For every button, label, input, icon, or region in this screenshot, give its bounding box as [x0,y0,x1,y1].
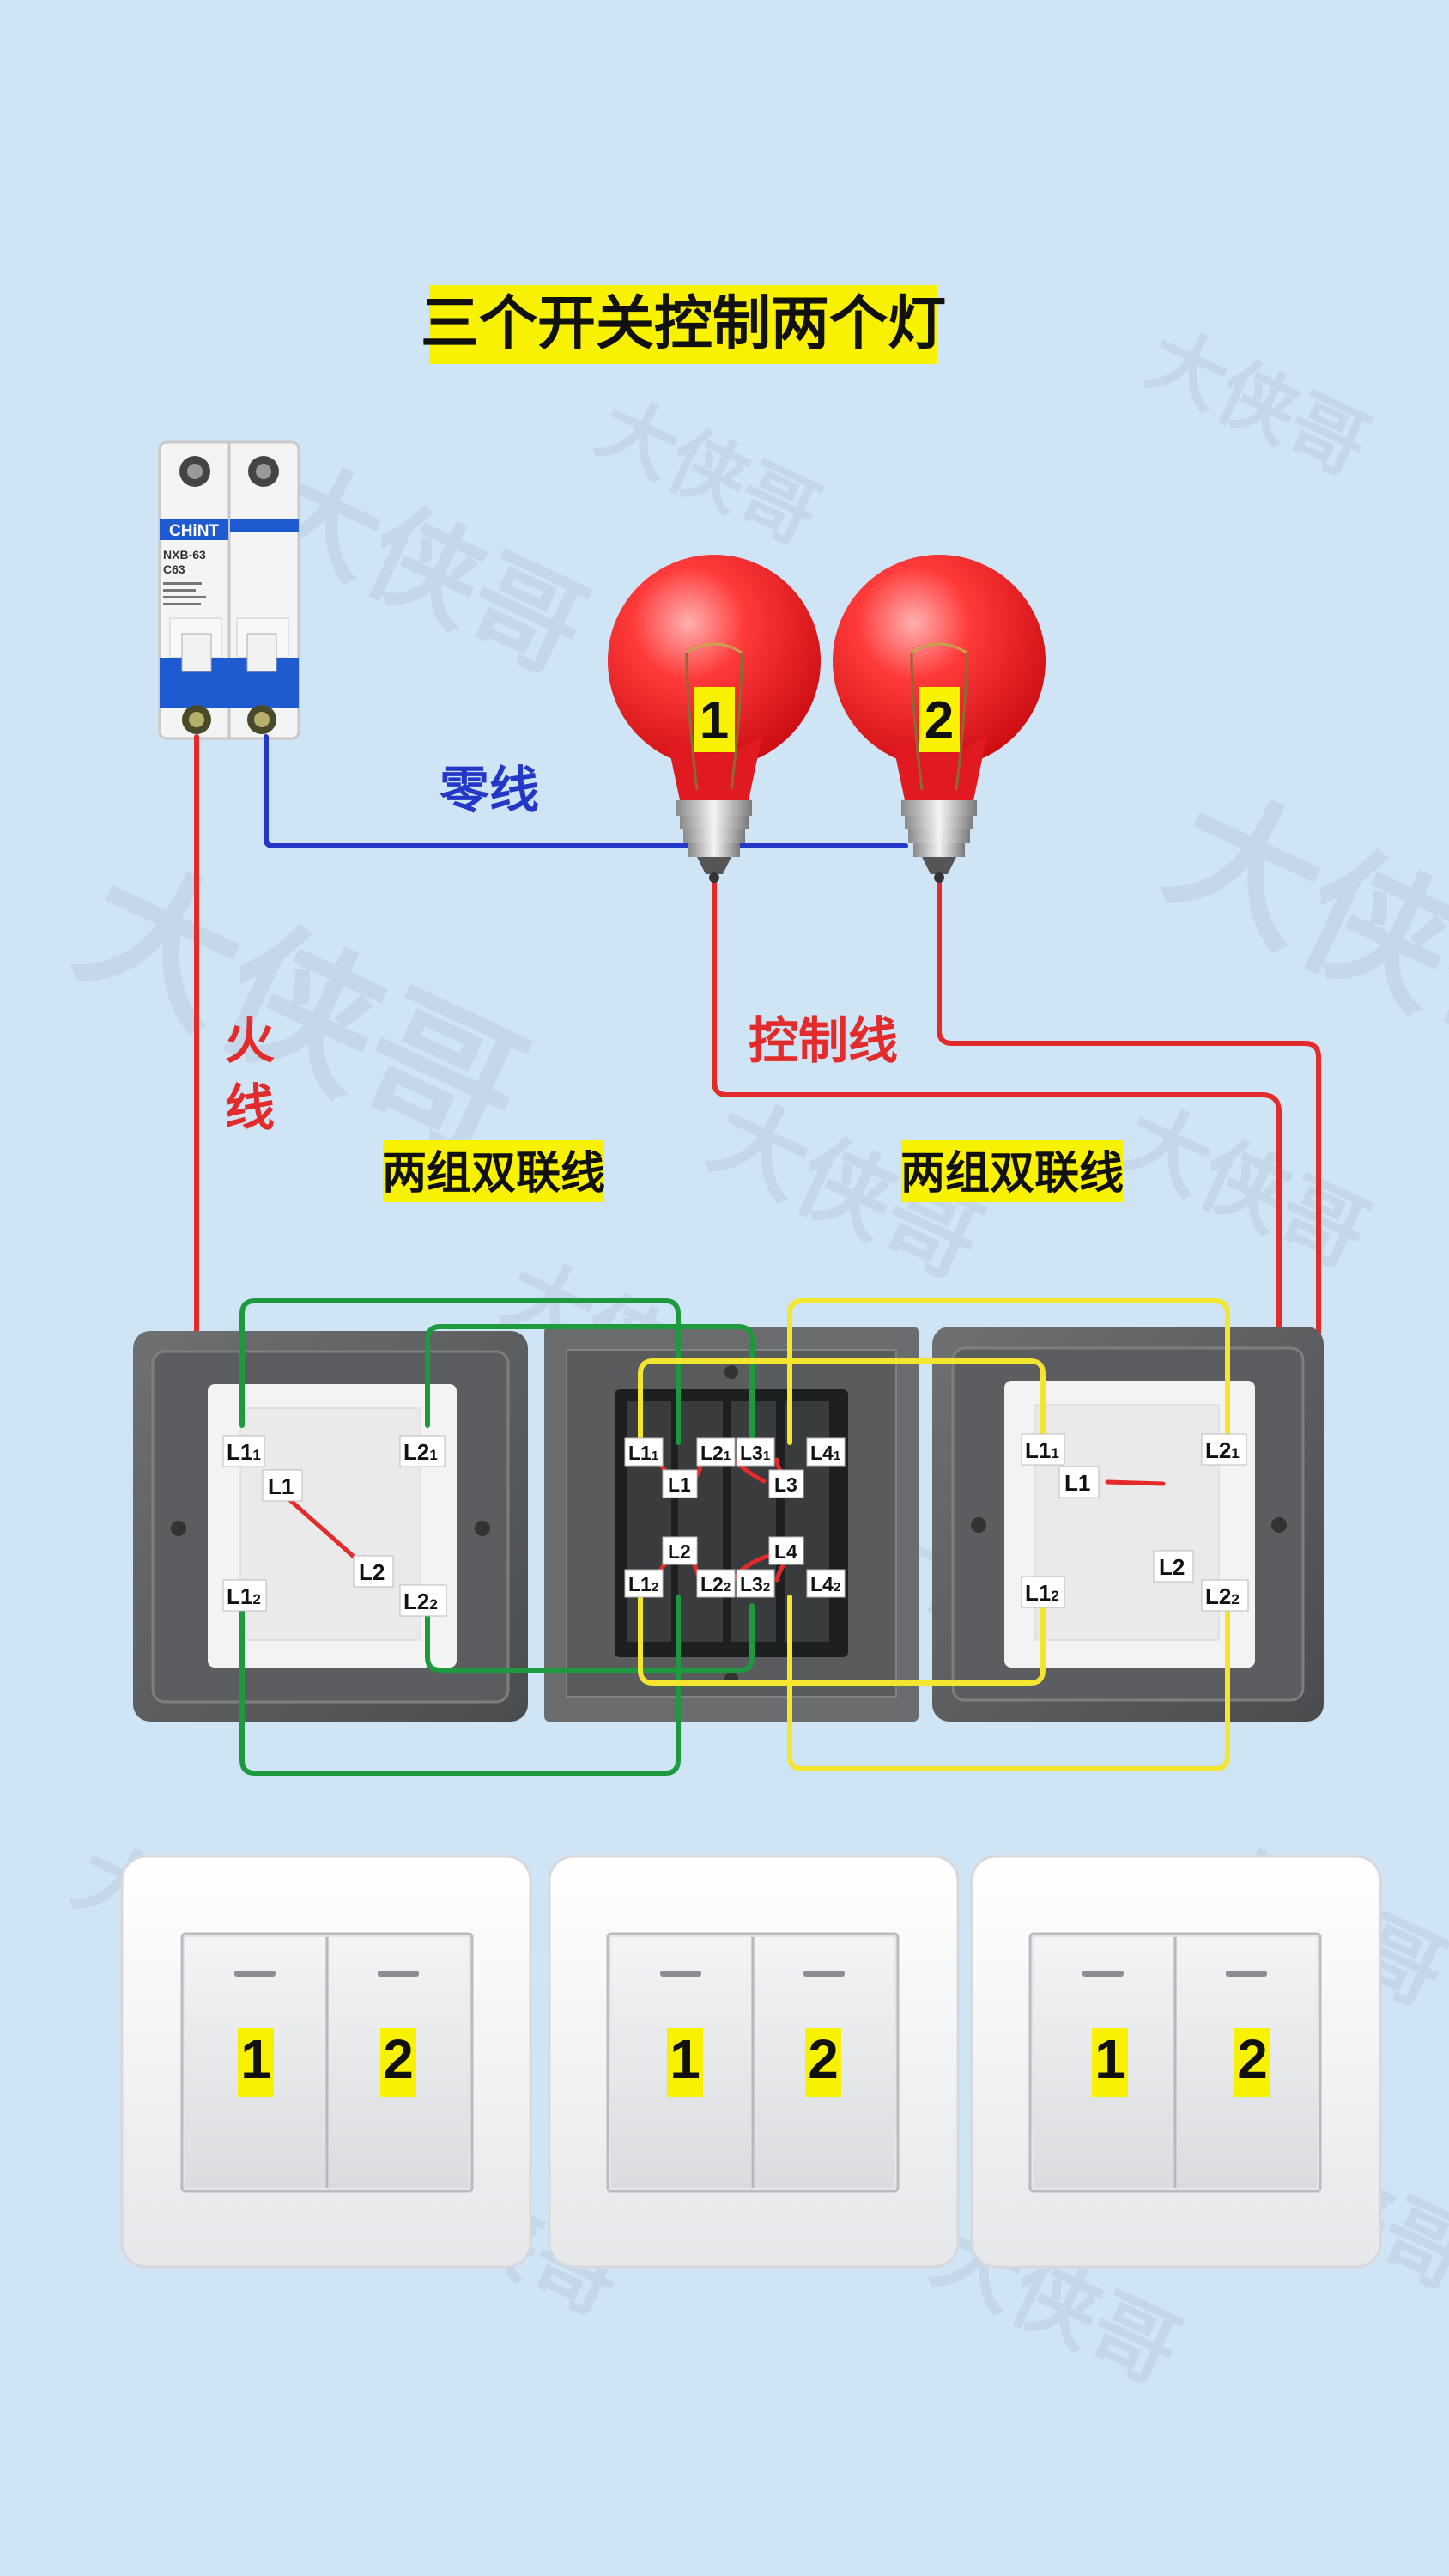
middle-switch-terminals: L11 L21 L31 L41 L1 L3 L2 L4 L12 L22 L32 … [624,1437,846,1598]
switch-panel-right: 1 2 [970,1855,1382,2269]
key-label: 2 [1237,2028,1268,2090]
bulb-number: 1 [700,691,729,750]
traveler-wires [239,1298,1230,1776]
right-switch-terminals: L11 L21 L1 L2 L12 L22 [1021,1433,1249,1612]
pair-label-left: 两组双联线 [382,1140,605,1202]
svg-text:L31: L31 [740,1442,770,1464]
bulb-number: 2 [925,691,954,750]
key-label: 1 [240,2028,271,2090]
watermark: 大侠哥 [53,833,549,1192]
svg-text:L11: L11 [628,1442,658,1464]
live-label: 线 [225,1078,275,1137]
green-traveler [239,1298,681,1445]
breaker-rating: C63 [163,562,185,576]
svg-text:两组双联线: 两组双联线 [382,1148,605,1200]
pair-label-right: 两组双联线 [900,1140,1124,1202]
yellow-traveler [787,1595,1230,1771]
green-traveler [425,1324,755,1445]
svg-text:两组双联线: 两组双联线 [900,1148,1124,1200]
watermark: 大侠哥 [246,438,605,698]
control-label: 控制线 [749,1012,898,1070]
switch-panel-middle: 1 2 [548,1855,960,2269]
live-label: 火 [225,1012,275,1070]
svg-text:L42: L42 [810,1573,840,1595]
green-traveler [239,1595,681,1776]
bulb-2: 2 [833,555,1046,883]
control-wire-1 [712,880,1282,1485]
svg-text:L11: L11 [1025,1437,1059,1463]
key-label: 1 [670,2028,700,2090]
right-switch-plate [932,1327,1324,1722]
svg-text:L11: L11 [227,1439,261,1465]
svg-text:L22: L22 [1205,1583,1240,1609]
svg-text:L1: L1 [668,1473,691,1496]
svg-text:L21: L21 [403,1439,438,1465]
neutral-wire [264,734,908,848]
svg-text:L1: L1 [1064,1470,1090,1496]
green-traveler [425,1595,755,1673]
svg-text:L3: L3 [774,1473,797,1496]
watermark: 大侠哥 [1134,313,1382,493]
breaker-model: NXB-63 [163,548,206,562]
svg-text:L21: L21 [1205,1437,1240,1463]
svg-text:L32: L32 [740,1573,770,1595]
svg-text:L4: L4 [774,1540,797,1563]
title-text: 三个开关控制两个灯 [421,290,946,358]
svg-text:L2: L2 [359,1559,385,1585]
key-label: 2 [808,2028,839,2090]
neutral-label: 零线 [440,761,539,819]
yellow-traveler [638,1595,1046,1686]
middle-switch-plate [544,1327,919,1722]
svg-text:L2: L2 [1159,1554,1185,1580]
left-switch-plate [133,1331,528,1722]
circuit-breaker: CHiNT NXB-63 C63 [158,440,300,740]
bulb-1: 1 [608,555,821,883]
svg-text:L22: L22 [403,1589,438,1614]
svg-text:L12: L12 [1025,1580,1059,1606]
key-label: 1 [1094,2028,1125,2090]
left-switch-terminals: L11 L21 L1 L2 L12 L22 [222,1435,447,1617]
breaker-brand: CHiNT [169,522,219,540]
svg-text:L12: L12 [628,1573,658,1595]
yellow-traveler [638,1358,1046,1445]
yellow-traveler [787,1298,1230,1445]
svg-text:L41: L41 [810,1442,840,1464]
key-label: 2 [383,2028,414,2090]
svg-text:L12: L12 [227,1583,261,1609]
svg-text:L2: L2 [668,1540,691,1563]
watermark: 大侠哥 [585,382,833,562]
watermark: 大侠哥 [1107,1087,1383,1287]
svg-text:L22: L22 [700,1573,731,1595]
svg-text:L1: L1 [268,1473,294,1499]
control-wire-2 [937,880,1321,1570]
switch-panel-left: 1 2 [120,1855,532,2269]
watermark: 大侠哥 [1144,762,1449,1102]
svg-text:L21: L21 [700,1442,731,1464]
page-title: 三个开关控制两个灯 [421,285,946,364]
